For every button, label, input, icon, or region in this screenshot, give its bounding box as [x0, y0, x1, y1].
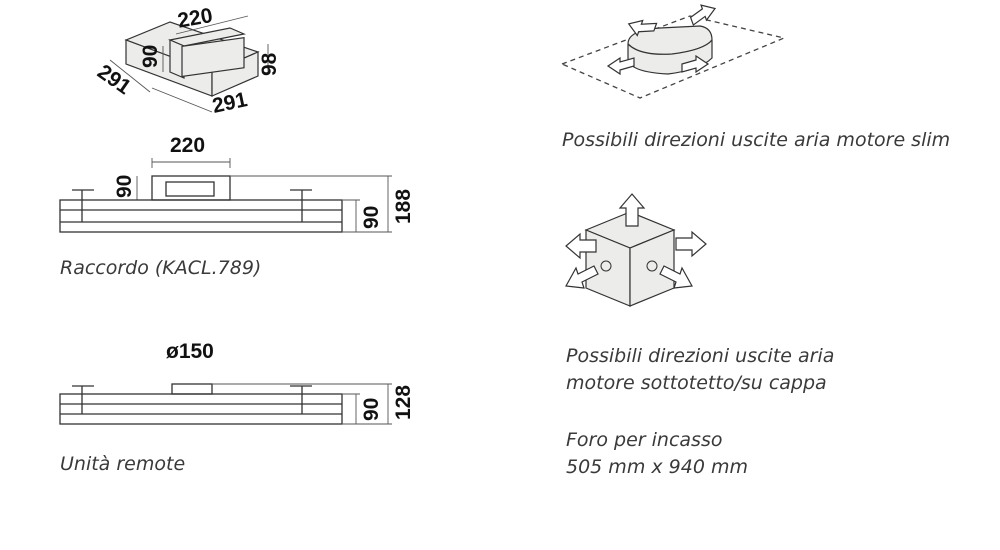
iso-duct-drawing: 220 90 98 291 291: [93, 4, 281, 118]
unita-diameter-dim: ø150: [166, 340, 214, 363]
raccordo-drawing: 220 90 90 188: [59, 134, 415, 233]
raccordo-duct-height-dim: 90: [113, 175, 136, 198]
iso-left-height-dim: 90: [139, 45, 162, 68]
raccordo-caption: Raccordo (KACL.789): [60, 257, 262, 279]
unita-remote-caption: Unità remote: [60, 453, 186, 475]
unita-total-height-dim: 128: [392, 385, 415, 420]
cube-caption-line2: motore sottotetto/su cappa: [566, 372, 827, 394]
slim-motor-caption: Possibili direzioni uscite aria motore s…: [562, 129, 951, 151]
iso-top-dim: 220: [176, 4, 215, 33]
foro-caption-line2: 505 mm x 940 mm: [566, 456, 748, 478]
raccordo-total-height-dim: 188: [392, 189, 415, 224]
unita-body-height-dim: 90: [360, 398, 383, 421]
raccordo-width-dim: 220: [170, 134, 205, 157]
cube-caption-line1: Possibili direzioni uscite aria: [566, 345, 835, 367]
foro-caption-line1: Foro per incasso: [566, 429, 723, 451]
cube-motor-drawing: [565, 193, 707, 307]
raccordo-body-height-dim: 90: [360, 206, 383, 229]
slim-motor-drawing: [560, 4, 787, 99]
iso-right-height-dim: 98: [258, 52, 281, 76]
unita-remote-drawing: ø150 90 128: [59, 340, 415, 425]
iso-depth-dim: 291: [93, 60, 135, 99]
